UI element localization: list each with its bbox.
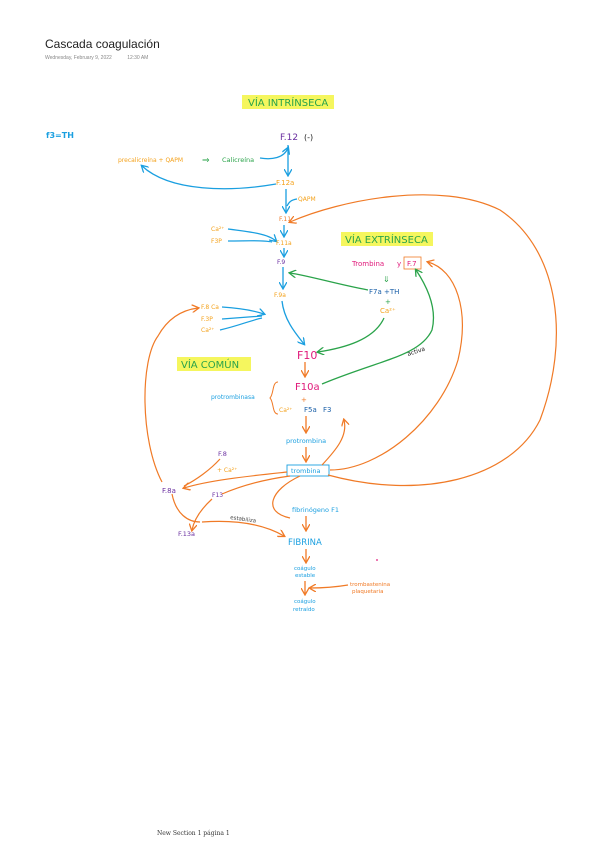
label-trombastenina-2: plaquetaria <box>352 589 383 595</box>
heading-intrinsic: VÍA INTRÍNSECA <box>248 96 328 109</box>
label-coagulo-estable-1: coágulo <box>294 565 316 572</box>
arrow-f7a-f9 <box>290 273 369 291</box>
label-f11: F.11 <box>279 216 291 223</box>
label-coagulo-estable-2: estable <box>295 573 316 579</box>
label-f8: F.8 <box>218 450 227 458</box>
heading-extrinsic: VÍA EXTRÍNSECA <box>345 233 428 246</box>
arrow-f8a-fibrina <box>171 493 201 523</box>
brace-protrombinasa <box>269 381 279 415</box>
label-estabiliza: estabiliza <box>230 515 257 525</box>
arrow-calicreina-f12 <box>259 148 288 160</box>
label-f12a: F.12a <box>276 179 294 187</box>
label-f13: F13 <box>212 492 223 499</box>
label-f11a: F.11a <box>276 240 292 247</box>
label-common-plus: + <box>301 396 307 404</box>
arrow-extrinsic-f10 <box>318 317 385 352</box>
arrow-f12a-precalicreina <box>142 166 277 190</box>
label-f13a: F.13a <box>178 530 195 538</box>
arrow-qapm <box>286 198 298 207</box>
label-fibrinogeno: fibrinógeno F1 <box>292 506 339 514</box>
note-f3-th: f3=TH <box>46 131 74 140</box>
page-date: Wednesday, February 9, 2022 <box>45 55 112 61</box>
label-qapm: QAPM <box>298 196 316 203</box>
label-coagulo-retraido-1: coágulo <box>294 598 316 605</box>
label-f9a: F.9a <box>274 292 286 299</box>
arrow-f8a-complex <box>144 308 198 483</box>
label-f8-ca: F.8 Ca <box>201 304 219 311</box>
label-ca-2: Ca²⁺ <box>201 327 214 334</box>
label-protrombina: protrombina <box>286 437 326 445</box>
label-activa: activa <box>406 346 426 358</box>
arrow-down-double: ⇓ <box>383 275 390 284</box>
label-trombina: trombina <box>291 467 320 475</box>
trombina-box <box>286 464 330 477</box>
label-calicreina: Calicreína <box>222 156 254 164</box>
highlight-intrinsic <box>242 95 334 109</box>
highlight-common <box>177 357 251 371</box>
arrow-trombina-f5 <box>321 420 345 466</box>
label-y: y <box>397 260 401 268</box>
arrow-trombina-f11 <box>290 194 557 487</box>
label-f10: F10 <box>297 349 317 362</box>
arrow-ca1 <box>227 228 276 241</box>
label-f7: F.7 <box>407 260 417 268</box>
label-f5a: F5a <box>304 406 317 414</box>
label-f7a: F7a +TH <box>369 288 399 296</box>
label-precalicreina: precalicreína + QAPM <box>118 157 183 164</box>
label-protrombinasa: protrombinasa <box>211 394 255 401</box>
page-footer: New Section 1 página 1 <box>157 830 230 837</box>
arrow-f9a-f10 <box>281 300 304 344</box>
arrow-trombina-f7 <box>329 262 463 471</box>
label-f12-sign: (-) <box>304 133 313 142</box>
label-trombina-ext: Trombina <box>351 260 384 268</box>
arrow-f10a-f7 <box>321 270 434 385</box>
highlight-extrinsic <box>341 232 433 246</box>
arrow-ca2 <box>219 317 263 331</box>
label-f12: F.12 <box>280 133 298 143</box>
arrow-f8-f8a <box>183 458 221 487</box>
label-ca-f8: + Ca²⁺ <box>217 467 237 474</box>
arrow-trombina-fibrinogeno <box>272 475 301 519</box>
label-ca-1: Ca²⁺ <box>211 226 224 233</box>
arrow-trombastenina <box>310 585 349 588</box>
label-f8a: F.8a <box>162 487 176 495</box>
f7-box <box>403 256 422 270</box>
label-f10a: F10a <box>295 382 320 393</box>
heading-common: VÍA COMÚN <box>181 358 239 371</box>
arrow-f8ca <box>221 306 264 314</box>
arrow-trombina-f13 <box>221 475 291 495</box>
label-f3p-2: F.3P <box>201 316 213 323</box>
page-title: Cascada coagulación <box>45 37 160 51</box>
label-calicreina-arrow: ⇒ <box>202 156 210 166</box>
arrow-f13a-fibrina <box>201 520 284 536</box>
label-f3p-1: F3P <box>211 238 222 245</box>
arrow-f3p1 <box>227 240 273 243</box>
page-time: 12:30 AM <box>127 55 149 61</box>
arrow-f13-f13a <box>192 498 213 530</box>
page-timestamp: Wednesday, February 9, 2022 12:30 AM <box>45 55 162 61</box>
label-f3: F3 <box>323 406 331 414</box>
arrow-f3p2 <box>221 315 263 320</box>
arrow-trombina-f8a <box>184 471 288 488</box>
label-ext-ca: Ca²⁺ <box>380 307 396 315</box>
label-ext-plus: + <box>385 298 391 306</box>
label-fibrina: FIBRINA <box>288 538 322 548</box>
label-f9: F.9 <box>277 259 285 266</box>
stray-mark <box>376 559 378 561</box>
label-trombastenina-1: trombastenina <box>350 582 390 588</box>
label-coagulo-retraido-2: retraído <box>293 606 315 613</box>
label-common-ca: Ca²⁺ <box>279 407 292 414</box>
